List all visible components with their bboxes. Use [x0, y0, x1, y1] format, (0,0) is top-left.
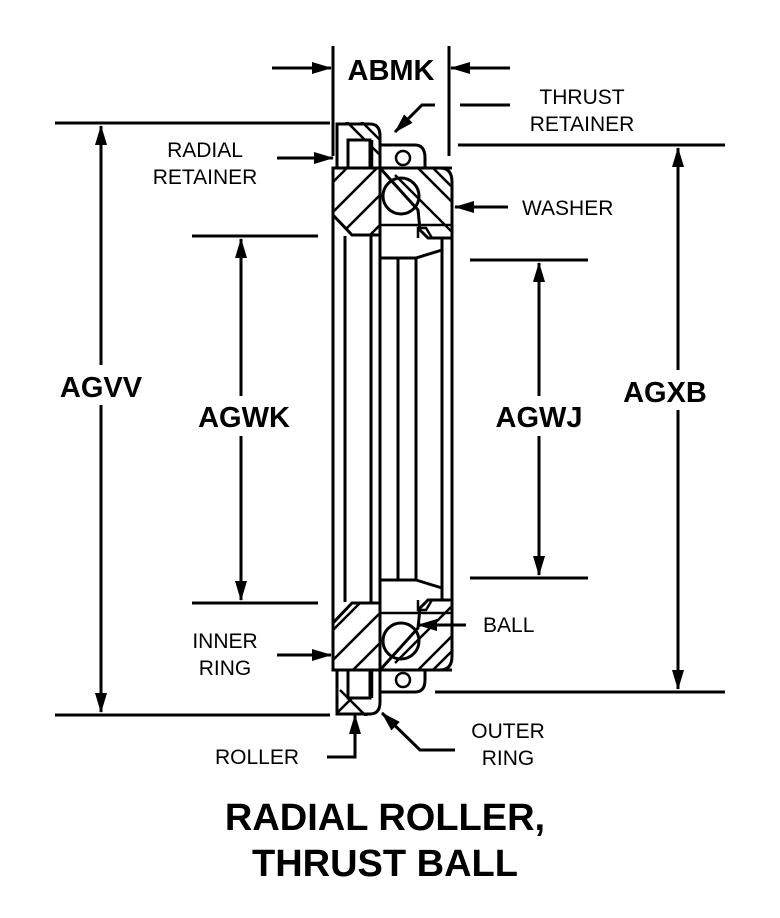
dimension-label-agvv: AGVV: [60, 372, 143, 404]
radial-retainer-bottom: [335, 668, 382, 716]
inner-ring-body: [331, 168, 382, 670]
callout-ball: BALL: [417, 614, 534, 637]
dimension-label-abmk: ABMK: [348, 55, 435, 87]
label-inner: INNER: [192, 630, 257, 653]
dimension-agwj: AGWJ: [470, 258, 588, 580]
label-thrust: THRUST: [539, 86, 624, 109]
radial-retainer-top: [335, 122, 382, 170]
label-outer-ring: RING: [482, 747, 535, 770]
label-inner-ring: RING: [199, 657, 252, 680]
diagram-title-line-1: RADIAL ROLLER,: [225, 797, 545, 839]
callout-radial-retainer: RADIAL RETAINER: [153, 139, 334, 189]
bearing-section: [331, 122, 454, 716]
label-washer: WASHER: [522, 197, 613, 220]
dimension-agxb: AGXB: [435, 143, 725, 694]
dimension-agwk: AGWK: [192, 234, 318, 605]
outer-ring-body: [380, 182, 454, 656]
dimension-abmk: ABMK: [272, 46, 510, 156]
label-radial-retainer: RETAINER: [153, 166, 258, 189]
thrust-retainer-top: [380, 143, 427, 168]
dimension-agvv: AGVV: [55, 121, 330, 717]
washer-top: [376, 166, 454, 240]
callout-thrust-retainer: THRUST RETAINER: [393, 86, 635, 136]
washer-bottom: [376, 598, 454, 672]
dimension-label-agwj: AGWJ: [496, 402, 583, 434]
dimension-label-agxb: AGXB: [623, 377, 707, 409]
label-roller: ROLLER: [215, 746, 299, 769]
callout-washer: WASHER: [454, 197, 613, 220]
label-radial: RADIAL: [167, 139, 243, 162]
thrust-retainer-bottom: [380, 670, 427, 694]
label-ball: BALL: [483, 614, 534, 637]
dimension-label-agwk: AGWK: [198, 402, 290, 434]
label-outer: OUTER: [471, 720, 545, 743]
callout-inner-ring: INNER RING: [192, 630, 332, 680]
callout-outer-ring: OUTER RING: [380, 711, 545, 770]
label-thrust-retainer: RETAINER: [530, 113, 635, 136]
callout-roller: ROLLER: [215, 714, 361, 769]
diagram-title-line-2: THRUST BALL: [252, 843, 518, 885]
